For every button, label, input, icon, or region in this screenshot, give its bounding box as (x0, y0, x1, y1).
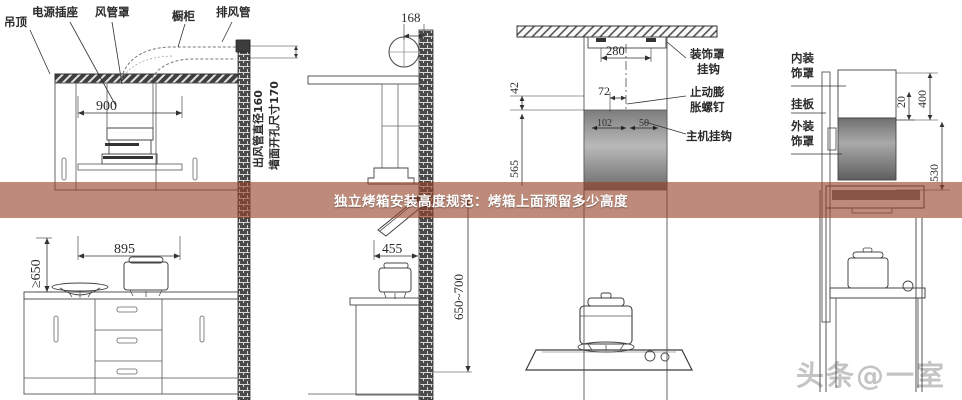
panel-range-hood-front-elevation: 900 895 ≥650 (0, 0, 300, 400)
wall-opening (235, 39, 251, 53)
dim-168: 168 (401, 10, 421, 25)
countertop (23, 291, 239, 300)
dim-650-min: ≥650 (29, 259, 44, 288)
label-duct-diameter: 出风管直径160 (251, 90, 265, 168)
dim-400: 400 (915, 90, 929, 108)
cooktop (525, 349, 693, 371)
dim-650-700: 650~700 (451, 274, 466, 320)
dim-900: 900 (96, 99, 117, 114)
pot (123, 261, 169, 291)
label-duct-cover: 风管罩 (95, 5, 130, 19)
ceiling-slab (54, 73, 241, 84)
dim-42: 42 (507, 82, 521, 94)
banner-title-text: 独立烤箱安装高度规范：烤箱上面预留多少高度 (334, 194, 628, 210)
label-hanging-plate: 挂板 (791, 97, 814, 111)
hanging-bracket (587, 36, 667, 49)
inner-cover (837, 69, 897, 119)
dim-72: 72 (598, 84, 610, 98)
dim-895: 895 (114, 242, 135, 257)
label-anchor-bolt-1: 止动膨 (690, 85, 725, 99)
brick-wall (237, 39, 251, 400)
panel-wall-mount-hook-detail: 280 72 102 50 42 (500, 0, 760, 400)
label-power-socket: 电源插座 (32, 5, 78, 19)
label-outer-cover-2: 饰罩 (791, 134, 814, 148)
dim-530: 530 (927, 164, 941, 182)
hood-main-body (583, 109, 668, 191)
label-ceiling: 吊顶 (4, 15, 27, 29)
label-exhaust-duct: 排风管 (216, 5, 251, 19)
outer-cover (837, 117, 897, 181)
dim-455: 455 (382, 241, 403, 256)
label-cover-hook-1: 装饰罩 (689, 47, 725, 61)
label-inner-cover-2: 饰罩 (791, 66, 814, 80)
label-cabinet: 橱柜 (172, 9, 195, 23)
dim-102: 102 (597, 118, 612, 129)
dim-20: 20 (894, 96, 908, 108)
title-banner: 独立烤箱安装高度规范：烤箱上面预留多少高度 (0, 182, 962, 218)
pot-lower (579, 305, 633, 345)
dim-50: 50 (639, 118, 649, 129)
label-outer-cover-1: 外装 (790, 119, 814, 133)
ceiling-hatch (516, 25, 718, 38)
dim-565: 565 (507, 160, 521, 178)
label-inner-cover-1: 内装 (791, 51, 814, 65)
dim-280: 280 (606, 44, 625, 58)
label-anchor-bolt-2: 胀螺钉 (690, 100, 725, 114)
label-cover-hook-2: 挂钩 (697, 62, 720, 76)
label-wall-hole: 墙面开孔尺寸170 (267, 81, 281, 170)
label-main-hook: 主机挂钩 (686, 129, 732, 143)
